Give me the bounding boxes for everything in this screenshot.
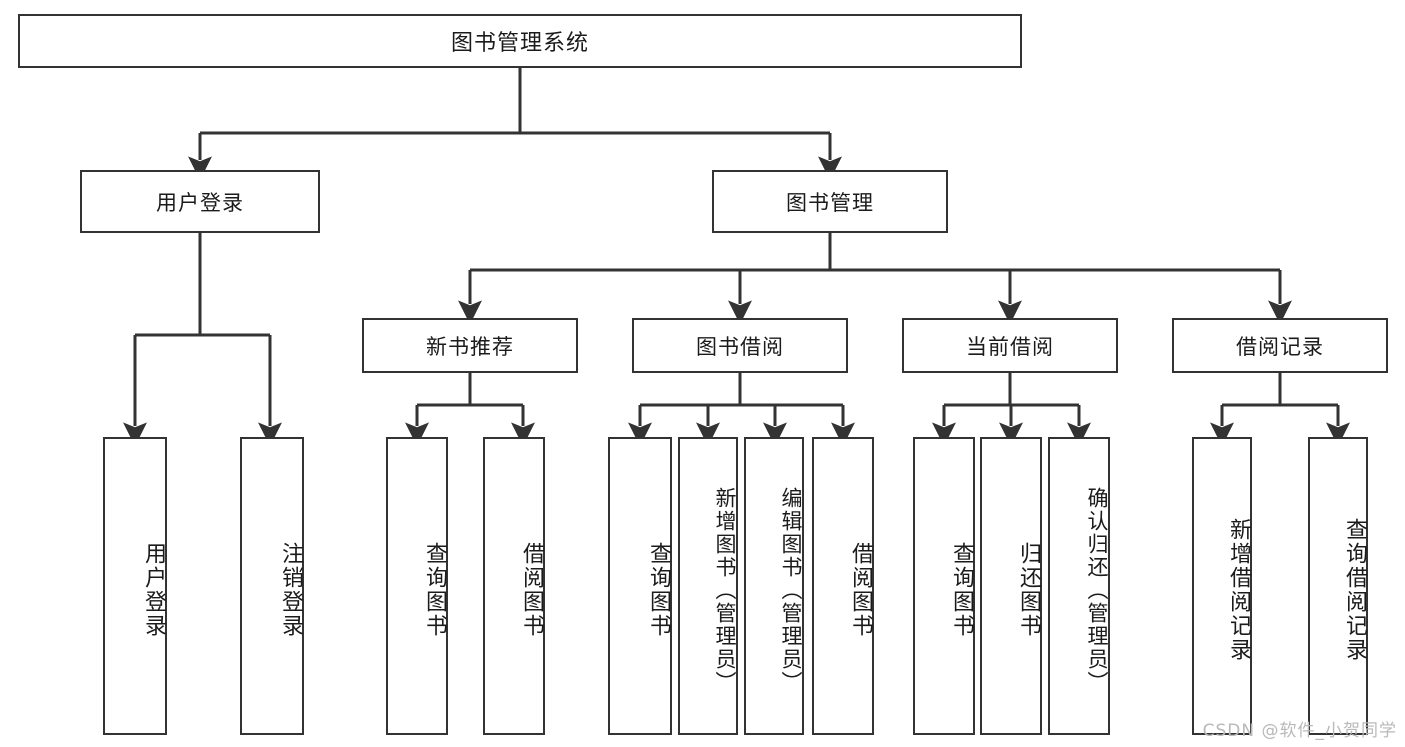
node-book-borrow[interactable]: 图书借阅 [632, 318, 848, 373]
leaf-book-borrow-query[interactable]: 查询图书 [608, 437, 672, 735]
leaf-book-borrow-add-admin[interactable]: 新增图书（管理员） [678, 437, 738, 735]
leaf-book-borrow-borrow[interactable]: 借阅图书 [812, 437, 874, 735]
node-book-management[interactable]: 图书管理 [712, 170, 948, 233]
leaf-borrow-record-add[interactable]: 新增借阅记录 [1192, 437, 1252, 735]
leaf-current-borrow-return[interactable]: 归还图书 [980, 437, 1042, 735]
leaf-new-book-borrow[interactable]: 借阅图书 [483, 437, 545, 735]
node-user-login[interactable]: 用户登录 [80, 170, 320, 233]
leaf-borrow-record-query[interactable]: 查询借阅记录 [1308, 437, 1368, 735]
node-new-book-recommend[interactable]: 新书推荐 [362, 318, 578, 373]
node-borrow-record[interactable]: 借阅记录 [1172, 318, 1388, 373]
leaf-current-borrow-query[interactable]: 查询图书 [913, 437, 975, 735]
node-root-system[interactable]: 图书管理系统 [18, 14, 1022, 68]
leaf-book-borrow-edit-admin[interactable]: 编辑图书（管理员） [744, 437, 804, 735]
csdn-watermark: CSDN @软件_小贺同学 [1202, 721, 1397, 741]
leaf-current-borrow-confirm-admin[interactable]: 确认归还（管理员） [1048, 437, 1110, 735]
leaf-new-book-query[interactable]: 查询图书 [386, 437, 448, 735]
leaf-user-login-login[interactable]: 用户登录 [103, 437, 167, 735]
node-current-borrow[interactable]: 当前借阅 [902, 318, 1118, 373]
leaf-user-login-logout[interactable]: 注销登录 [240, 437, 304, 735]
